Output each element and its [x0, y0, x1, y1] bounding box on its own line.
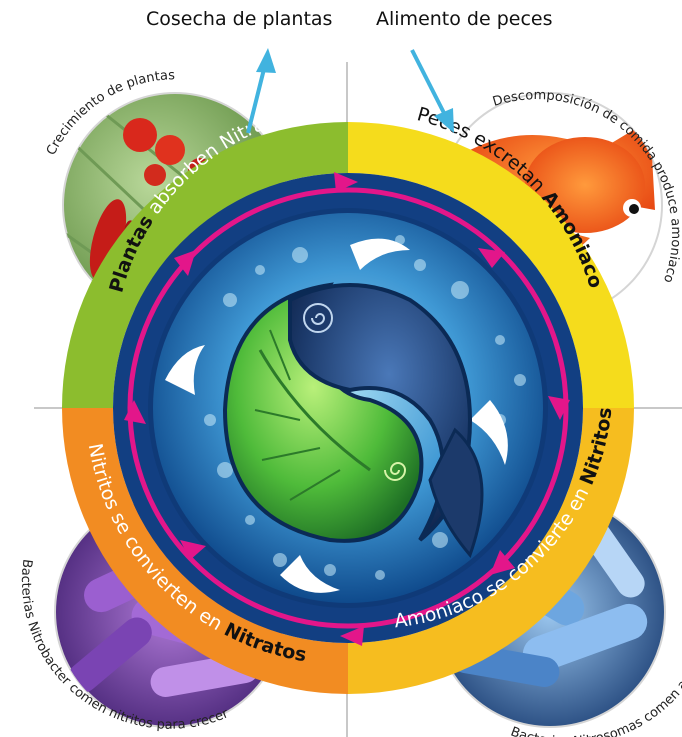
aquaponics-cycle-diagram: Cosecha de plantas Alimento de peces: [0, 0, 682, 737]
cycle-graphic: Plantas absorben Nitratos Peces excretan…: [0, 0, 682, 737]
